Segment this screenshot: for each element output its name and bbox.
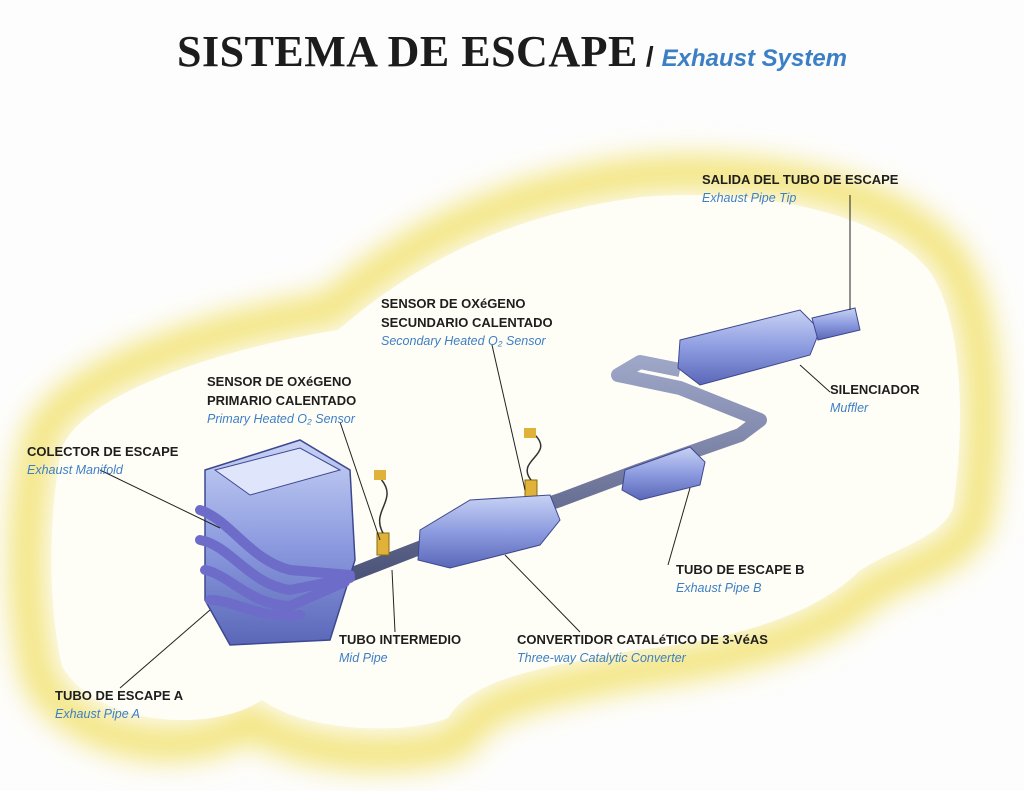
car-silhouette-glow <box>9 155 1000 771</box>
title-english: Exhaust System <box>661 45 848 72</box>
title-separator: / <box>645 41 654 72</box>
label-en: Three-way Catalytic Converter <box>517 651 686 665</box>
label-es: SILENCIADOR <box>830 382 920 397</box>
label-es: PRIMARIO CALENTADO <box>207 393 357 408</box>
label-en: Exhaust Pipe B <box>676 581 762 595</box>
leader-lines <box>99 195 851 689</box>
page-title: SISTEMA DE ESCAPE/ Exhaust System <box>0 26 1024 77</box>
label-manifold: COLECTOR DE ESCAPE Exhaust Manifold <box>27 442 178 480</box>
label-en: Secondary Heated O₂ Sensor <box>381 334 546 348</box>
label-pipe-a: TUBO DE ESCAPE A Exhaust Pipe A <box>55 686 183 724</box>
resonator <box>621 446 706 501</box>
label-secondary-sensor: SENSOR DE OXéGENO SECUNDARIO CALENTADO S… <box>381 294 553 351</box>
label-es: TUBO DE ESCAPE B <box>676 562 805 577</box>
label-pipe-b: TUBO DE ESCAPE B Exhaust Pipe B <box>676 560 805 598</box>
label-en: Muffler <box>830 401 869 415</box>
label-en: Exhaust Manifold <box>27 463 123 477</box>
exhaust-manifold <box>195 505 355 621</box>
label-en: Exhaust Pipe Tip <box>702 191 797 205</box>
label-catalytic: CONVERTIDOR CATALéTICO DE 3-VéAS Three-w… <box>517 630 768 668</box>
label-es: SENSOR DE OXéGENO <box>207 374 352 389</box>
label-en: Exhaust Pipe A <box>55 707 141 721</box>
muffler <box>677 309 821 386</box>
label-en: Primary Heated O₂ Sensor <box>207 412 355 426</box>
exhaust-pipe-tip <box>811 307 861 341</box>
label-es: TUBO DE ESCAPE A <box>55 688 184 703</box>
label-es: SENSOR DE OXéGENO <box>381 296 526 311</box>
title-spanish: SISTEMA DE ESCAPE <box>176 27 638 76</box>
label-es: CONVERTIDOR CATALéTICO DE 3-VéAS <box>517 632 768 647</box>
label-es: COLECTOR DE ESCAPE <box>27 444 179 459</box>
label-pipe-tip: SALIDA DEL TUBO DE ESCAPE Exhaust Pipe T… <box>702 170 898 208</box>
label-mid-pipe: TUBO INTERMEDIO Mid Pipe <box>339 630 461 668</box>
label-primary-sensor: SENSOR DE OXéGENO PRIMARIO CALENTADO Pri… <box>207 372 356 429</box>
label-es: SALIDA DEL TUBO DE ESCAPE <box>702 172 899 187</box>
label-es: SECUNDARIO CALENTADO <box>381 315 553 330</box>
car-silhouette-inner <box>51 195 960 729</box>
label-muffler: SILENCIADOR Muffler <box>830 380 920 418</box>
label-en: Mid Pipe <box>339 651 388 665</box>
label-es: TUBO INTERMEDIO <box>339 632 462 647</box>
catalytic-converter <box>417 494 561 569</box>
